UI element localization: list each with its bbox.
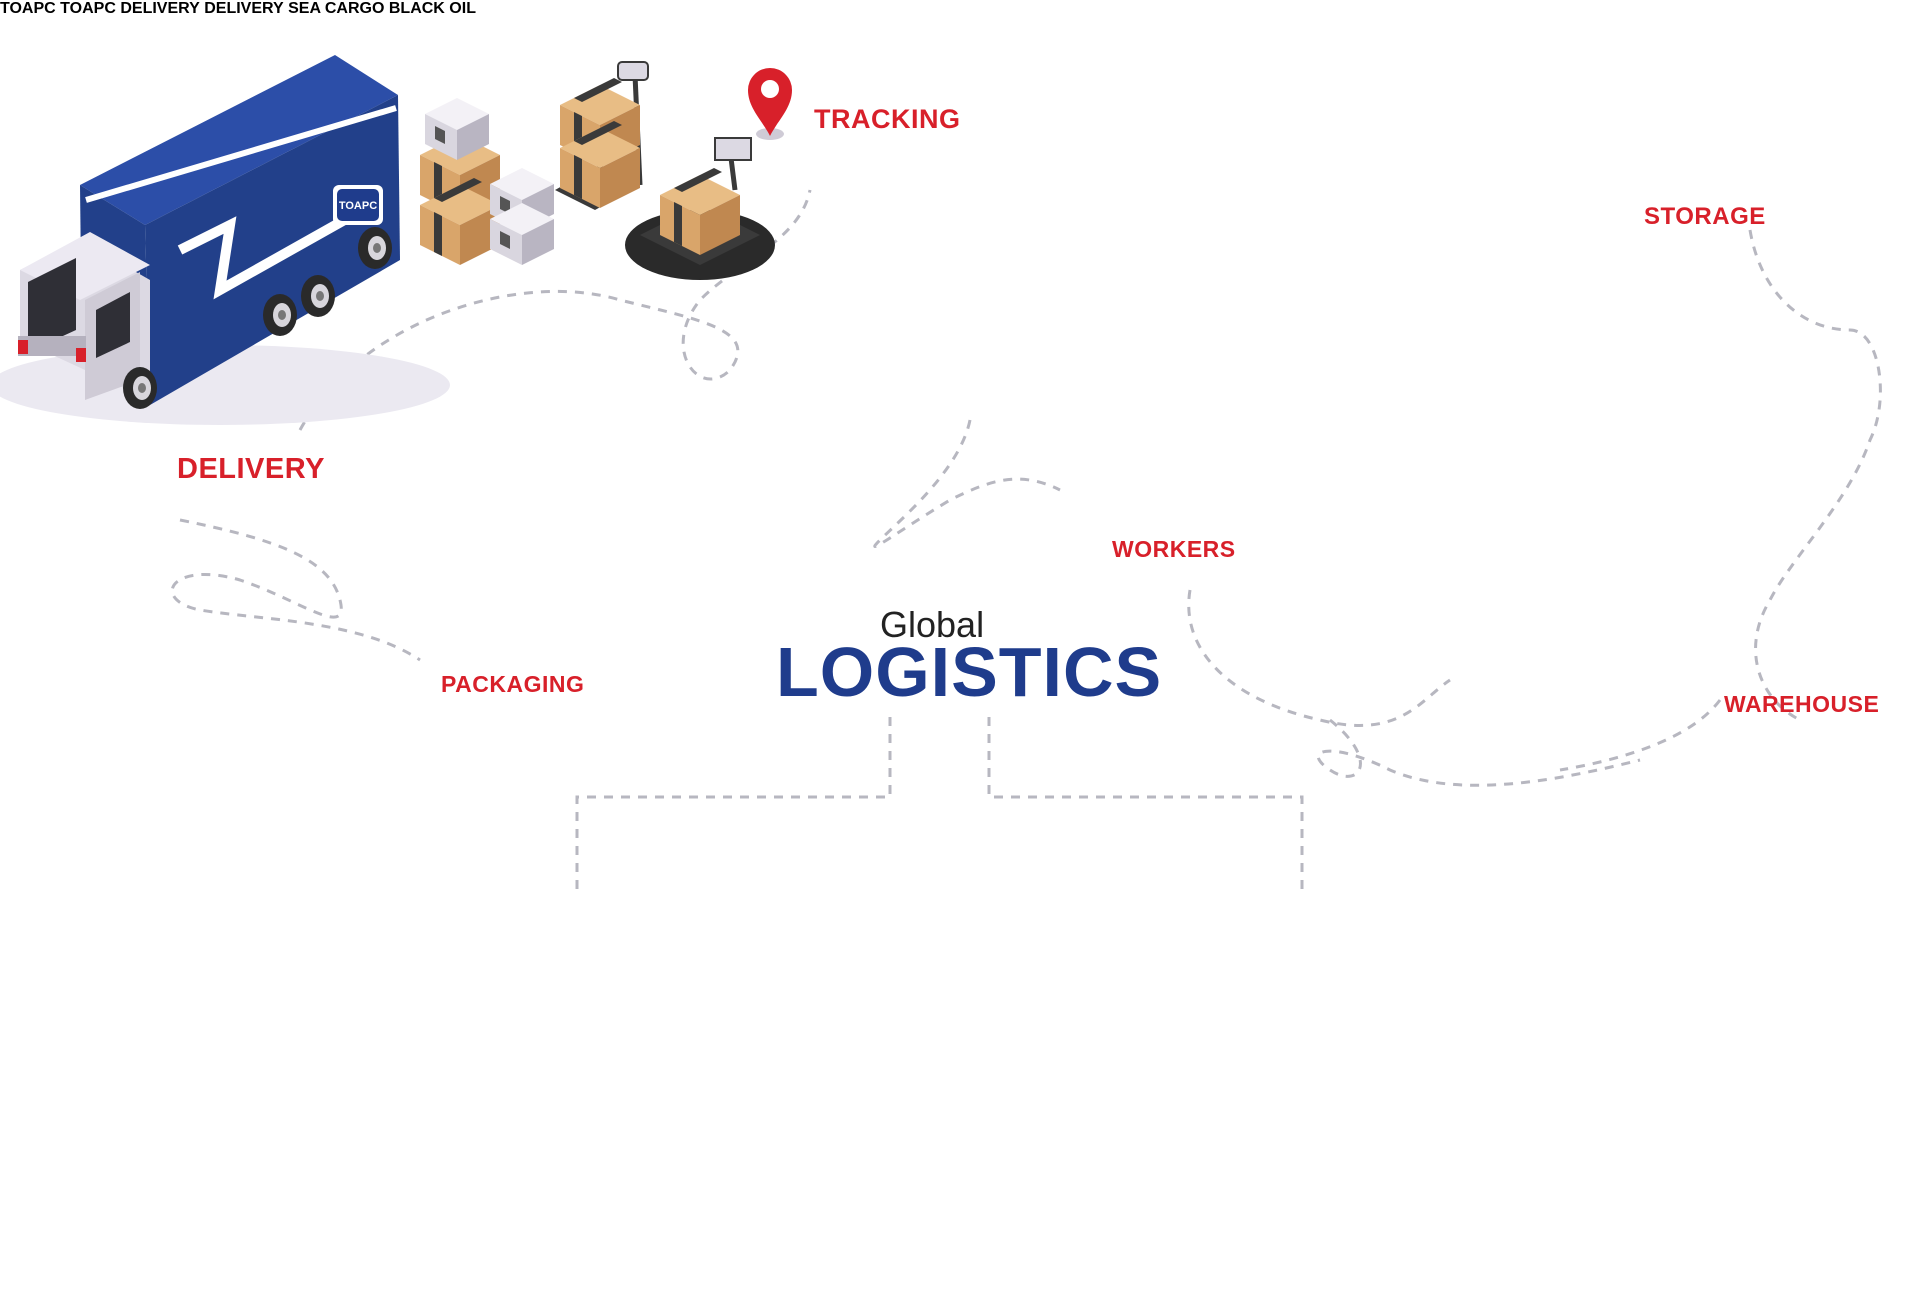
- fleet-truck-text: DELIVERY: [120, 0, 200, 17]
- box-truck: TOAPC: [0, 0, 60, 17]
- delivery-pin-icon: TOAPC TOAPC: [0, 0, 1879, 717]
- van-logo: TOAPC: [60, 0, 120, 17]
- van-logo-text: TOAPC: [60, 0, 116, 17]
- delivery-van: TOAPC: [60, 0, 120, 17]
- parcel-stack-top: [420, 98, 554, 265]
- robot-scale: [625, 137, 775, 280]
- warehouse-pin-icon: TOAPC TOAPC: [0, 0, 1879, 717]
- delivery-label: DELIVERY: [177, 453, 325, 485]
- ship-oil-text: BLACK OIL: [388, 0, 476, 17]
- warehouse-label: WAREHOUSE: [1724, 691, 1880, 717]
- fleet-black-truck-text: DELIVERY: [204, 0, 284, 17]
- truck-logo-text: TOAPC: [339, 200, 377, 212]
- truck-logo-badge: TOAPC: [333, 185, 383, 225]
- dashed-paths: [170, 189, 1882, 895]
- workers-label: WORKERS: [1112, 536, 1236, 562]
- truck-fleet: DELIVERY DELIVERY: [120, 0, 288, 17]
- oil-tanker: BLACK OIL: [389, 0, 476, 17]
- packaging-label: PACKAGING: [441, 671, 585, 697]
- tracking-pin-icon: [748, 68, 792, 140]
- workers-pin-icon: TOAPC TOAPC: [0, 0, 1879, 717]
- hand-truck: [555, 61, 649, 210]
- ship-cargo-text: SEA CARGO: [288, 0, 385, 17]
- storage-label: STORAGE: [1644, 203, 1766, 230]
- delivery-truck-large: TOAPC: [0, 55, 450, 425]
- box-truck-logo-text: TOAPC: [0, 0, 56, 17]
- fleet-truck-black: DELIVERY: [204, 0, 288, 17]
- title-global: Global: [880, 604, 985, 645]
- box-truck-logo: TOAPC: [0, 0, 60, 17]
- title-logistics: LOGISTICS: [776, 633, 1163, 711]
- packaging-pin-icon: TOAPC TOAPC: [0, 0, 1879, 717]
- storage-pin-icon: TOAPC TOAPC: [0, 0, 1879, 717]
- tracking-label: TRACKING: [814, 104, 961, 134]
- cargo-ship: SEA CARGO: [288, 0, 389, 17]
- fleet-truck-blue: DELIVERY: [120, 0, 204, 17]
- fleet-underline: SEA CARGO BLACK OIL TRACKING DELIVERY ST…: [177, 0, 1879, 717]
